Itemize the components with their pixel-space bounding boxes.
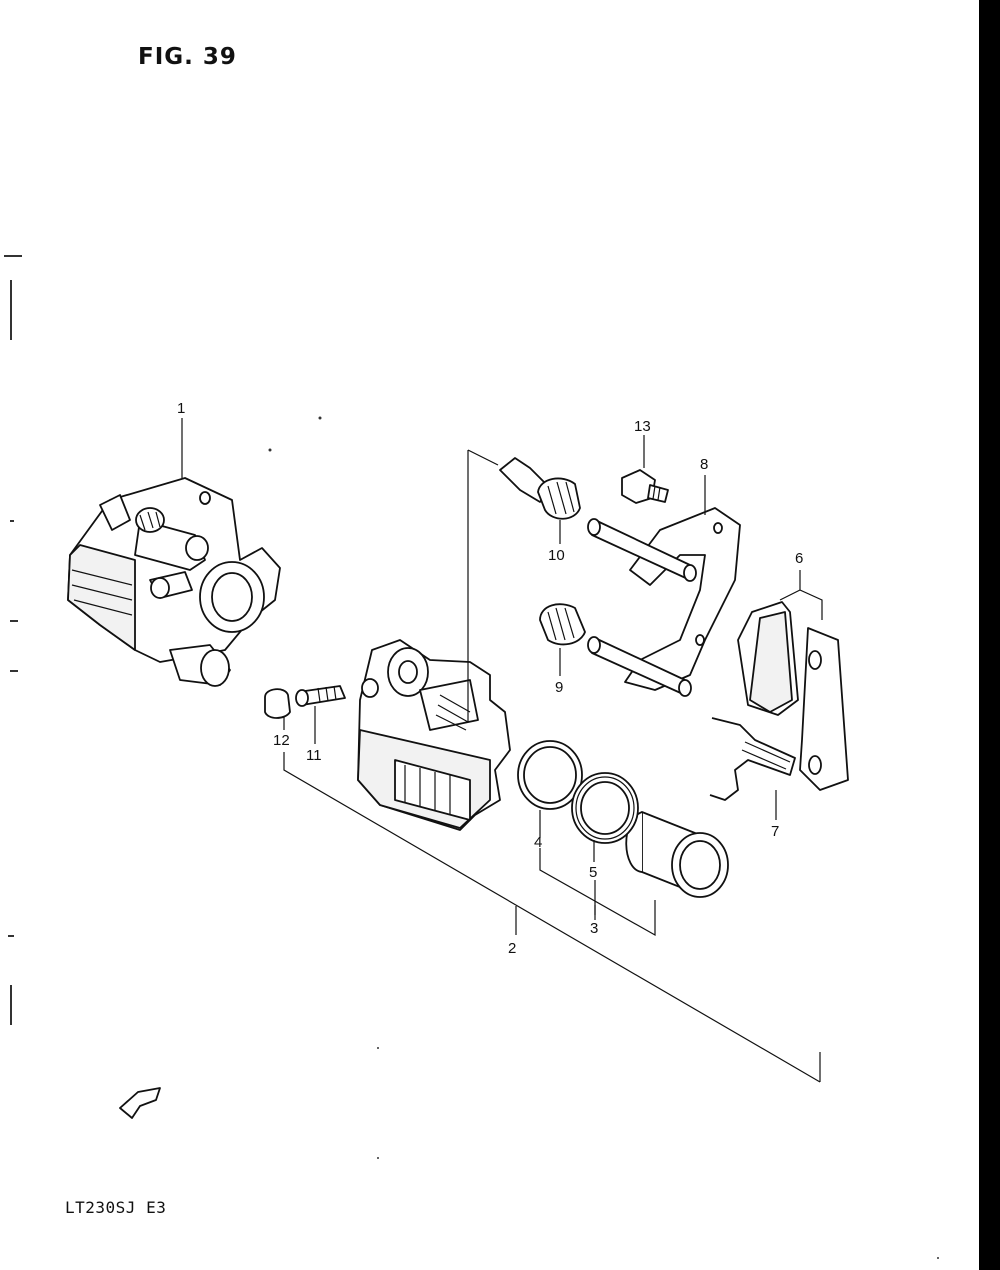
callout-9: 9 — [555, 679, 563, 696]
callout-1: 1 — [177, 400, 185, 417]
boot-9-drawing — [539, 603, 586, 646]
callout-2: 2 — [508, 940, 516, 957]
model-code: LT230SJ E3 — [65, 1198, 167, 1217]
callout-6: 6 — [795, 550, 803, 567]
bolt-13-drawing — [621, 469, 669, 504]
brake-pad-drawing — [737, 601, 849, 791]
slide-pin-10-drawing — [499, 457, 581, 520]
piston-drawing — [625, 811, 729, 898]
scan-edge-bar — [979, 0, 1000, 1270]
dust-seal-drawing — [517, 740, 583, 810]
callout-4: 4 — [534, 834, 542, 851]
callout-7: 7 — [771, 823, 779, 840]
scan-marks — [4, 255, 939, 1259]
callout-8: 8 — [700, 456, 708, 473]
figure-title: FIG. 39 — [138, 44, 237, 70]
bleeder-cap-drawing — [264, 688, 291, 719]
caliper-holder-drawing — [587, 507, 741, 697]
callout-3: 3 — [590, 920, 598, 937]
callout-numbers: 1 2 3 4 5 6 7 8 9 10 11 12 13 — [177, 400, 803, 957]
pad-spring-drawing — [709, 717, 796, 801]
bleeder-valve-drawing — [295, 685, 346, 707]
caliper-body-drawing — [357, 639, 511, 831]
callout-13: 13 — [634, 418, 651, 435]
leader-lines — [181, 418, 823, 1083]
callout-11: 11 — [306, 747, 322, 764]
piston-seal-drawing — [571, 772, 639, 844]
caliper-assembly-drawing — [67, 477, 281, 687]
callout-10: 10 — [548, 547, 565, 564]
fwd-arrow-icon — [119, 1087, 161, 1119]
callout-12: 12 — [273, 732, 290, 749]
callout-5: 5 — [589, 864, 597, 881]
